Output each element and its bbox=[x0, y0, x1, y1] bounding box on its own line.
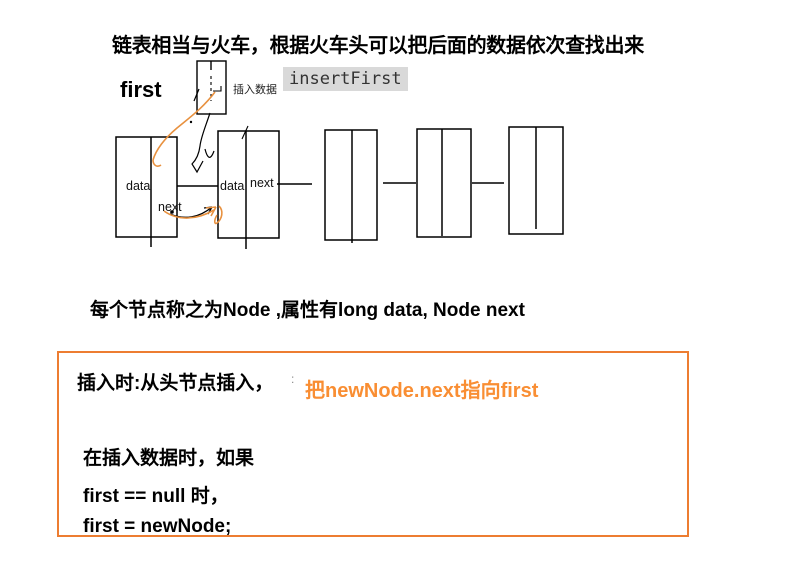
node5-box bbox=[508, 126, 564, 235]
callout-insert-head-text: 插入时:从头节点插入， bbox=[77, 373, 274, 394]
node3-box bbox=[324, 129, 378, 243]
callout-condition-intro: 在插入数据时，如果 bbox=[83, 448, 255, 469]
node1-box bbox=[115, 136, 178, 247]
insert-data-caption: 插入数据 bbox=[233, 84, 277, 96]
insertfirst-code-chip: insertFirst bbox=[283, 67, 408, 91]
node1-data-label: data bbox=[126, 179, 150, 193]
node-description: 每个节点称之为Node ,属性有long data, Node next bbox=[90, 300, 525, 321]
pen-scribble-down bbox=[191, 112, 215, 174]
insert-callout-box: 插入时:从头节点插入， : 把newNode.next指向first 在插入数据… bbox=[57, 351, 689, 537]
callout-null-check: first == null 时， bbox=[83, 486, 229, 507]
orange-arrow-next-to-node2 bbox=[163, 205, 223, 225]
node-links bbox=[177, 182, 504, 187]
orange-arrow-newnode-to-node1 bbox=[152, 91, 216, 167]
node2-data-label: data bbox=[220, 179, 244, 193]
linked-list-diagram: data next data next bbox=[115, 60, 564, 249]
node4-box bbox=[416, 128, 472, 238]
callout-faint-colon: : bbox=[291, 372, 295, 386]
node2-next-label: next bbox=[250, 176, 274, 190]
callout-orange-highlight: 把newNode.next指向first bbox=[305, 380, 539, 402]
callout-assignment: first = newNode; bbox=[83, 516, 232, 537]
node1-next-label: next bbox=[158, 200, 182, 214]
page-title: 链表相当与火车，根据火车头可以把后面的数据依次查找出来 bbox=[112, 35, 644, 57]
pen-marks-left-of-new-node bbox=[189, 88, 200, 124]
first-pointer-label: first bbox=[120, 77, 162, 102]
